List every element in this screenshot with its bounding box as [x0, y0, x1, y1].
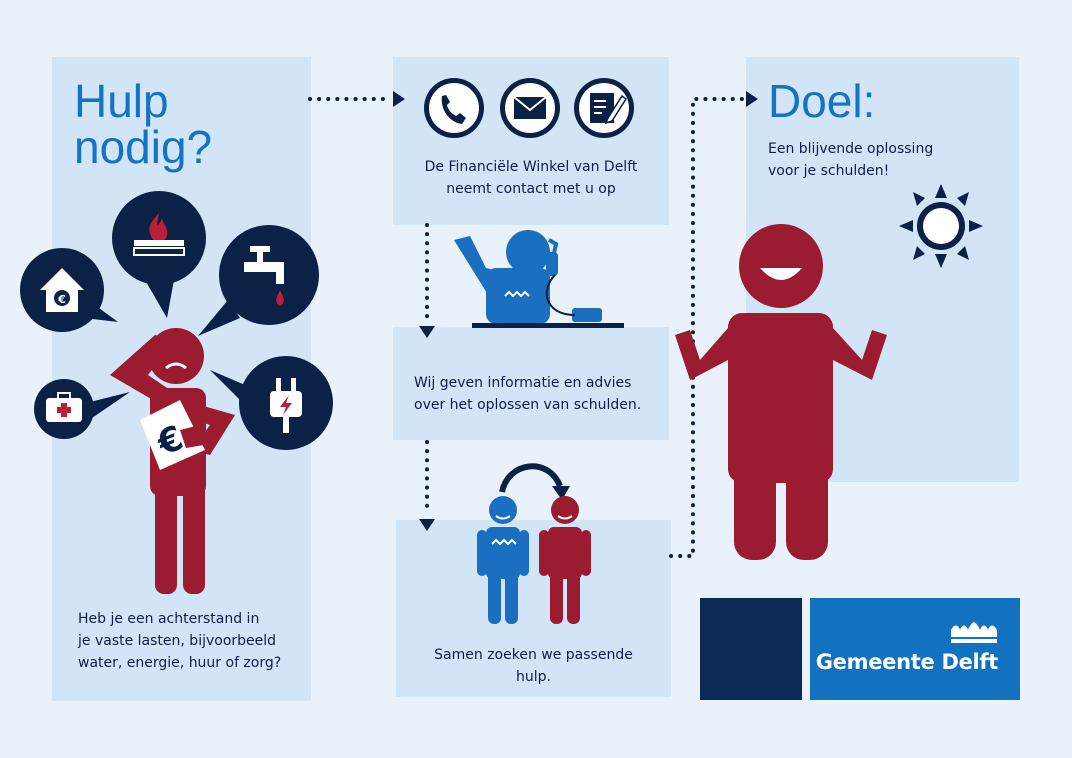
euro-paper: €: [140, 400, 205, 470]
text-line: hulp.: [516, 669, 551, 685]
phone-icon: [424, 78, 484, 138]
advisor-on-phone-figure: [454, 230, 602, 324]
client-figure: [539, 496, 591, 624]
stove-flame-icon: [112, 191, 206, 318]
medical-kit-icon: [34, 379, 130, 439]
advisor-figure: [477, 496, 529, 624]
text-line: Een blijvende oplossing: [768, 141, 934, 157]
water-tap-icon: [198, 225, 319, 336]
sad-mouth: [165, 362, 187, 370]
hulp-nodig-title: Hulp nodig?: [74, 78, 212, 170]
desk: [472, 323, 624, 328]
panel-samen: [396, 520, 671, 697]
phone-cable: [545, 274, 576, 316]
text-line: neemt contact met u op: [446, 181, 616, 197]
gemeente-delft-logo: Gemeente Delft: [810, 598, 1020, 700]
panel-informatie: [393, 327, 669, 440]
power-plug-icon: [210, 356, 333, 450]
handover-arrow: [499, 463, 563, 493]
house-euro-icon: €: [20, 248, 118, 332]
informatie-text: Wij geven informatie en advies over het …: [414, 372, 641, 416]
samen-text: Samen zoeken we passende hulp.: [396, 644, 671, 688]
text-line: Wij geven informatie en advies: [414, 375, 632, 391]
flow-arrows: [308, 97, 744, 558]
logo-text: Gemeente Delft: [815, 650, 999, 674]
envelope-icon: [500, 78, 560, 138]
text-line: voor je schulden!: [768, 163, 890, 179]
smile: [760, 268, 802, 280]
text-line: over het oplossen van schulden.: [414, 397, 642, 413]
text-line: De Financiële Winkel van Delft: [424, 159, 638, 175]
title-line-1: Hulp: [74, 75, 169, 127]
logo-dark-block: [700, 598, 802, 700]
phone-cord: [548, 238, 559, 263]
text-line: Heb je een achterstand in: [78, 611, 260, 627]
doel-text: Een blijvende oplossing voor je schulden…: [768, 138, 933, 182]
svg-text:€: €: [57, 293, 66, 306]
happy-person-figure: [675, 224, 887, 560]
delft-crown-icon: [951, 622, 997, 643]
doel-title: Doel:: [768, 75, 876, 127]
contact-text: De Financiële Winkel van Delft neemt con…: [393, 156, 669, 200]
text-line: je vaste lasten, bijvoorbeeld: [78, 633, 277, 649]
sun-icon: [899, 184, 983, 268]
arrow-heads: [393, 91, 758, 531]
text-line: water, energie, huur of zorg?: [78, 655, 282, 671]
text-line: Samen zoeken we passende: [434, 647, 633, 663]
hulp-nodig-text: Heb je een achterstand in je vaste laste…: [78, 608, 281, 674]
hand-holding-paper: [180, 425, 204, 448]
shirt-wave: [504, 290, 530, 298]
document-pen-icon: [574, 78, 634, 138]
title-line-2: nodig?: [74, 121, 213, 173]
